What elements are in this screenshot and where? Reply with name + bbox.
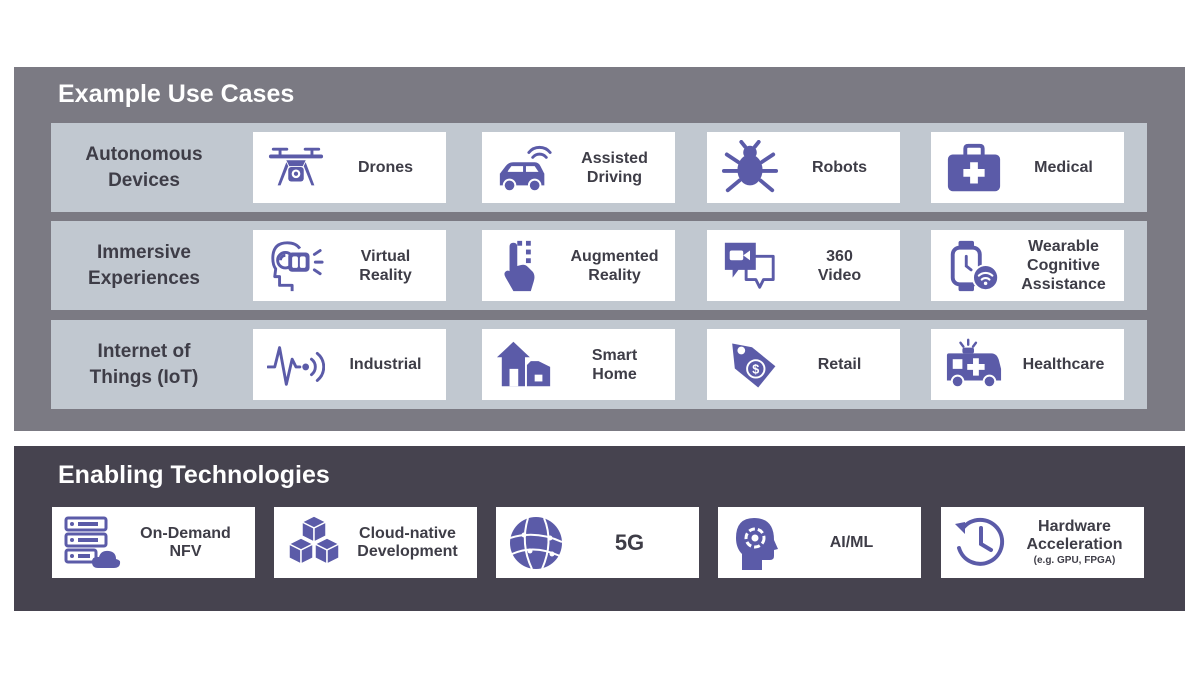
card-wearable-cognitive-assistance: Wearable Cognitive Assistance (931, 230, 1124, 301)
ar-touch-icon (496, 238, 554, 294)
drone-icon (267, 140, 325, 196)
card-label: Smart Home (591, 346, 638, 383)
tech-label-group: Hardware Acceleration (e.g. GPU, FPGA) (1011, 507, 1138, 578)
enabling-technologies-panel: Enabling Technologies On-Demand NFV Clou… (14, 446, 1185, 611)
video-chat-icon (721, 238, 779, 294)
card-smart-home: Smart Home (482, 329, 675, 400)
tech-label: On-Demand NFV (140, 524, 231, 560)
card-retail: $ Retail (707, 329, 900, 400)
tech-card-nfv: On-Demand NFV (52, 507, 255, 578)
card-360-video: 360 Video (707, 230, 900, 301)
cubes-icon (284, 514, 344, 572)
row-immersive-experiences: Immersive Experiences Virtual Reality (51, 221, 1147, 310)
card-drones: Drones (253, 132, 446, 203)
card-medical: Medical (931, 132, 1124, 203)
signal-wave-icon (267, 337, 325, 393)
smartwatch-icon (945, 238, 1003, 294)
server-cloud-icon (62, 514, 122, 572)
tech-card-ai-ml: AI/ML (718, 507, 921, 578)
robot-bug-icon (721, 140, 779, 196)
smart-home-icon (496, 337, 554, 393)
row-label: Autonomous Devices (85, 143, 203, 191)
card-label: 360 Video (817, 247, 862, 284)
card-label: Retail (817, 356, 862, 373)
card-robots: Robots (707, 132, 900, 203)
card-label: Augmented Reality (570, 247, 659, 284)
svg-text:$: $ (752, 363, 759, 377)
tech-label: Cloud-native Development (357, 524, 458, 560)
card-healthcare: Healthcare (931, 329, 1124, 400)
tech-card-5g: 5G (496, 507, 699, 578)
vr-headset-icon (267, 238, 325, 294)
card-label: Healthcare (1022, 356, 1105, 373)
card-industrial: Industrial (253, 329, 446, 400)
tech-note: (e.g. GPU, FPGA) (1033, 554, 1116, 566)
card-augmented-reality: Augmented Reality (482, 230, 675, 301)
row-internet-of-things: Internet of Things (IoT) Industrial (51, 320, 1147, 409)
card-label: Robots (811, 159, 868, 176)
card-label: Drones (357, 159, 414, 176)
row-label: Internet of Things (IoT) (89, 340, 199, 388)
medical-kit-icon (945, 140, 1003, 196)
price-tag-icon: $ (721, 337, 779, 393)
card-label: Assisted Driving (581, 149, 648, 186)
row-label: Immersive Experiences (88, 241, 200, 289)
card-label: Industrial (349, 356, 422, 373)
ambulance-icon (945, 337, 1003, 393)
use-cases-title: Example Use Cases (58, 80, 295, 108)
ai-head-icon (728, 514, 788, 572)
enabling-technologies-title: Enabling Technologies (58, 461, 330, 489)
tech-label: 5G (614, 529, 645, 555)
clock-arrow-icon (951, 514, 1011, 572)
card-label: Wearable Cognitive Assistance (1021, 238, 1106, 293)
card-virtual-reality: Virtual Reality (253, 230, 446, 301)
tech-label: Hardware Acceleration (1026, 517, 1123, 553)
use-cases-panel: Example Use Cases Autonomous Devices Dro… (14, 67, 1185, 431)
tech-card-cloud-native: Cloud-native Development (274, 507, 477, 578)
tech-label: AI/ML (829, 533, 874, 551)
connected-car-icon (496, 140, 554, 196)
card-assisted-driving: Assisted Driving (482, 132, 675, 203)
network-globe-icon (506, 514, 566, 572)
card-label: Medical (1034, 159, 1093, 176)
tech-card-hardware-acceleration: Hardware Acceleration (e.g. GPU, FPGA) (941, 507, 1144, 578)
card-label: Virtual Reality (359, 247, 412, 284)
row-autonomous-devices: Autonomous Devices Drones (51, 123, 1147, 212)
